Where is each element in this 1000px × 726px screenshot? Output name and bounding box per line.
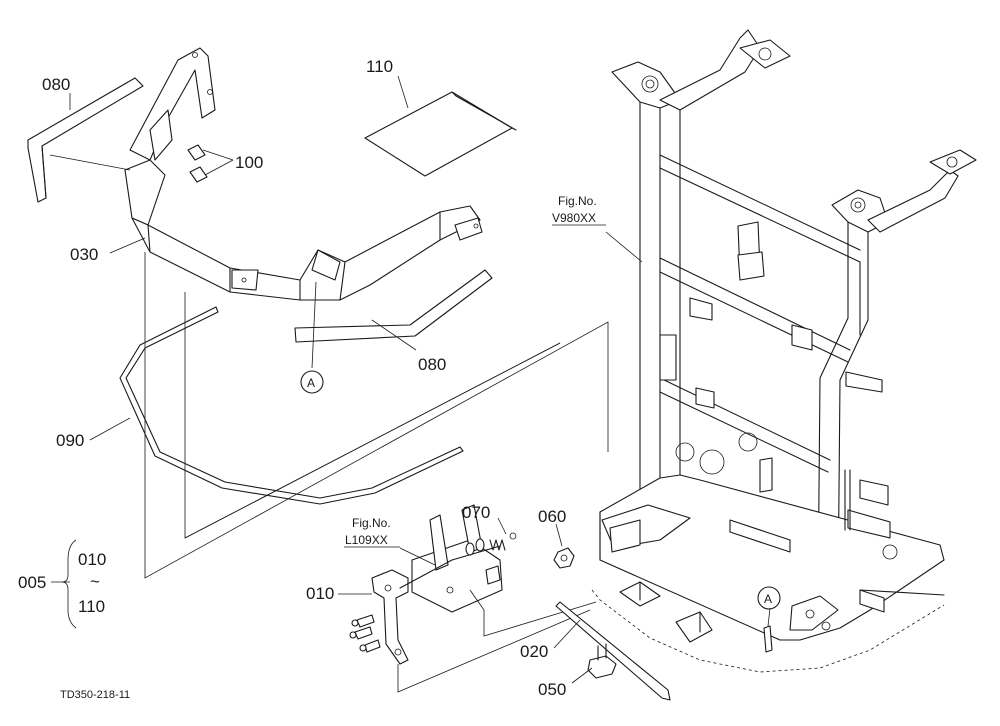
label-070: 070	[462, 503, 490, 522]
ref-a-left-circle	[300, 370, 324, 394]
label-050: 050	[538, 680, 566, 699]
label-010-range: 010	[78, 550, 106, 569]
label-110-sheet: 110	[366, 57, 393, 76]
label-frame-fig: Fig.No.	[558, 194, 597, 208]
front-guard-030	[124, 47, 483, 301]
drawing-id: TD350-218-11	[60, 689, 130, 701]
leader-lines	[49, 75, 771, 684]
assembly-guide-lines	[144, 252, 609, 579]
clip-100	[187, 144, 208, 183]
label-080-lower: 080	[418, 355, 446, 374]
decal-sheet-110	[364, 91, 517, 177]
label-100: 100	[235, 153, 263, 172]
spring-070	[465, 532, 517, 585]
label-010: 010	[306, 584, 334, 603]
ref-a-right-circle	[757, 586, 781, 610]
rod-090	[119, 306, 464, 505]
bumper-bar-080-upper	[27, 77, 144, 203]
label-020: 020	[520, 642, 548, 661]
pin-a	[763, 625, 773, 653]
label-060: 060	[538, 507, 566, 526]
interlock-bracket-010	[349, 504, 597, 693]
bumper-bar-080-lower	[294, 269, 493, 343]
label-005: 005	[18, 573, 46, 592]
label-link-fig: Fig.No.	[352, 516, 391, 530]
clip-050	[587, 643, 617, 679]
label-090: 090	[56, 431, 84, 450]
label-link-fignum: L109XX	[345, 533, 388, 547]
label-ref-a-left: A	[307, 376, 315, 390]
label-range-symbol: ~	[90, 572, 100, 591]
label-110-range: 110	[78, 597, 105, 616]
label-frame-fignum: V980XX	[552, 211, 596, 225]
main-frame	[591, 29, 977, 673]
nut-060	[553, 547, 575, 569]
rod-020	[555, 601, 671, 701]
label-080-upper: 080	[42, 75, 70, 94]
label-ref-a-right: A	[764, 592, 772, 606]
label-030: 030	[70, 245, 98, 264]
